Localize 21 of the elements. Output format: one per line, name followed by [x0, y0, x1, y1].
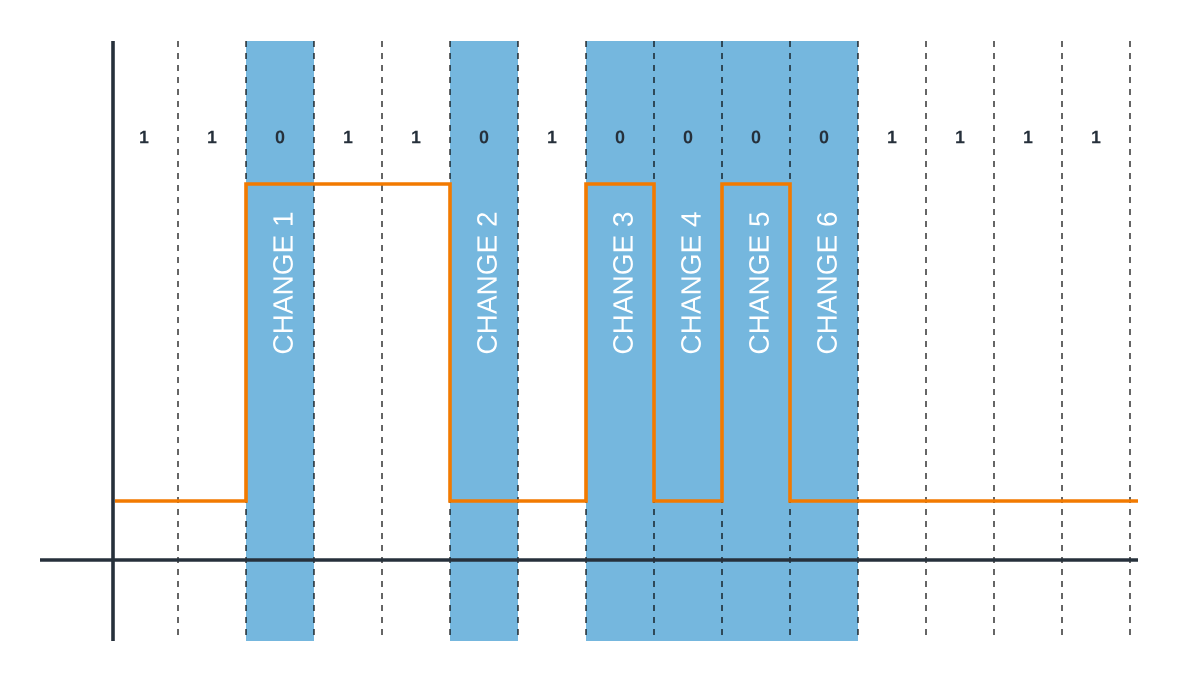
bit-label: 0 [479, 130, 489, 144]
bit-label: 0 [615, 130, 625, 144]
bit-label: 0 [819, 130, 829, 144]
bit-label: 1 [1092, 130, 1101, 144]
bit-label: 1 [412, 130, 421, 144]
bit-label: 1 [1024, 130, 1033, 144]
change-label: CHANGE 2 [477, 212, 497, 354]
bit-label: 0 [751, 130, 761, 144]
change-label: CHANGE 5 [749, 212, 769, 354]
bit-label: 0 [683, 130, 693, 144]
bit-label: 1 [548, 130, 557, 144]
change-label: CHANGE 4 [681, 212, 701, 354]
change-label: CHANGE 6 [817, 212, 837, 354]
bit-label: 1 [956, 130, 965, 144]
bit-label: 1 [140, 130, 149, 144]
change-label: CHANGE 3 [613, 212, 633, 354]
bit-label: 1 [208, 130, 217, 144]
bit-label: 0 [275, 130, 285, 144]
bit-label: 1 [344, 130, 353, 144]
bit-label: 1 [888, 130, 897, 144]
change-label: CHANGE 1 [273, 212, 293, 354]
